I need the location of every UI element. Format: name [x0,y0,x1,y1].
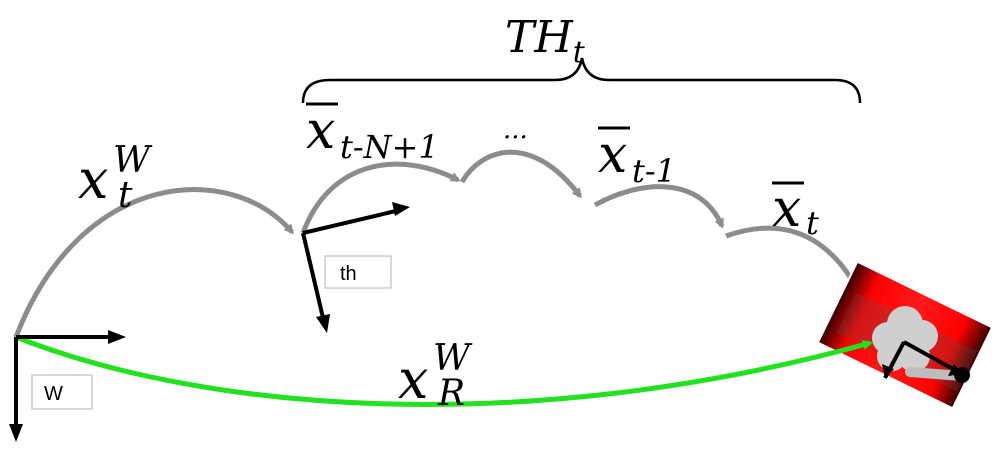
svg-text:x: x [598,125,627,185]
th-label-box [324,255,392,289]
trajectory-arc-1 [300,161,461,234]
robot-frame-y-arrowhead [882,364,894,378]
label-x-r-w-sup: W [433,338,473,379]
svg-text:t: t [806,204,819,242]
label-x-t-w: x [78,148,108,211]
label-x-t-w-sub: t [118,175,133,216]
label-ellipsis: ... [503,115,528,145]
label-x-t: x t [772,179,819,242]
label-x-t-n-1: x t-N+1 [306,101,439,166]
world-frame [9,330,126,442]
svg-text:t-1: t-1 [632,152,676,190]
label-x-r-w: x [398,348,428,411]
trajectory-arc-x-t-w [13,187,294,338]
world-label-box [31,374,93,410]
horizon-label: THt [505,12,586,70]
horizon-start-frame [301,202,410,333]
th-label: th [340,263,357,285]
svg-text:x: x [306,101,335,161]
world-label: W [44,383,63,405]
label-x-t-1: x t-1 [598,125,676,190]
robot-antenna [905,367,967,381]
horizon-brace [301,57,862,104]
svg-text:t-N+1: t-N+1 [340,128,439,166]
robot-path-x-r-w [15,334,873,407]
trajectory-arc-2 [459,149,582,199]
robot-frame-x-arrowhead [948,364,962,376]
label-x-t-w-sup: W [113,140,153,181]
trajectory-arc-3 [593,184,725,229]
label-x-r-w-sub: R [437,373,465,414]
svg-text:x: x [772,179,801,239]
